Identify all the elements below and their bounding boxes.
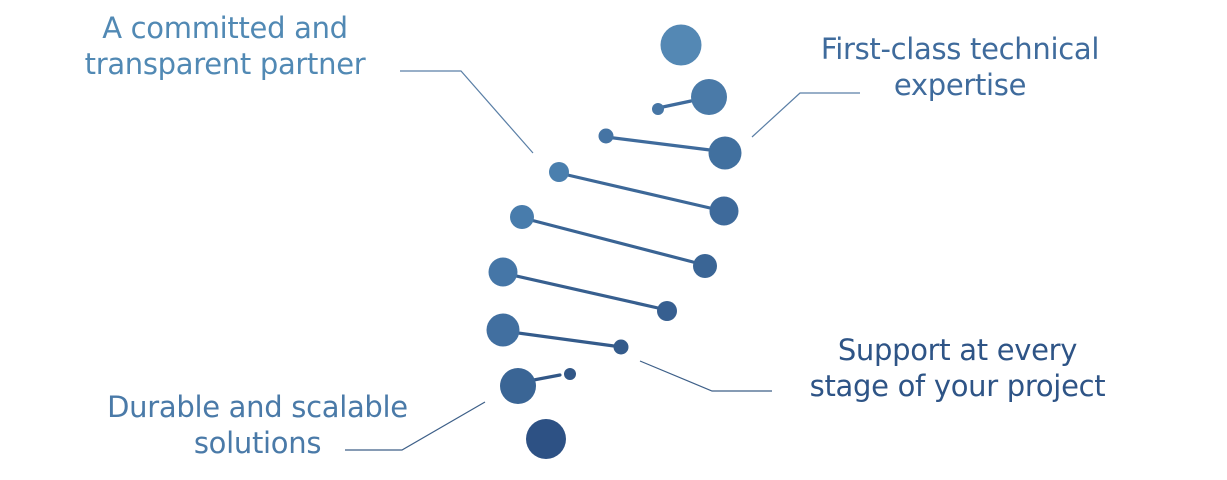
helix-node: [613, 339, 629, 355]
helix-nodes: [486, 24, 742, 459]
helix-node: [660, 24, 702, 66]
connector-line-expertise: [751, 92, 860, 138]
helix-rung: [501, 329, 616, 348]
label-line: solutions: [193, 426, 322, 460]
connector-line-support: [639, 360, 772, 392]
helix-node: [564, 368, 576, 380]
label-line: Support at every: [837, 333, 1078, 367]
helix-rung: [557, 171, 712, 210]
helix-node: [488, 257, 518, 287]
label-line: expertise: [893, 68, 1027, 102]
helix-node: [708, 136, 742, 170]
label-line: First-class technical: [820, 32, 1100, 66]
helix-rung: [604, 135, 712, 152]
helix-node: [510, 205, 534, 229]
helix-node: [549, 162, 569, 182]
connector-line-partner: [400, 70, 534, 154]
helix-node: [486, 313, 520, 347]
helix-rung: [501, 271, 660, 310]
connector-line-durable: [345, 401, 486, 451]
helix-node: [526, 419, 566, 459]
helix-node: [709, 196, 739, 226]
helix-node: [652, 103, 664, 115]
label-line: transparent partner: [84, 47, 366, 81]
helix-node: [500, 368, 536, 404]
label-line: stage of your project: [809, 369, 1106, 403]
label-durable-solutions: Durable and scalable solutions: [80, 389, 435, 461]
helix-node: [598, 128, 614, 144]
label-line: Durable and scalable: [107, 390, 408, 424]
helix-node: [657, 301, 677, 321]
label-line: A committed and: [102, 11, 348, 45]
label-committed-partner: A committed and transparent partner: [60, 10, 390, 82]
helix-node: [693, 254, 717, 278]
helix-node: [691, 79, 727, 115]
label-project-support: Support at every stage of your project: [780, 332, 1135, 404]
label-technical-expertise: First-class technical expertise: [790, 31, 1130, 103]
helix-rung: [521, 216, 695, 264]
